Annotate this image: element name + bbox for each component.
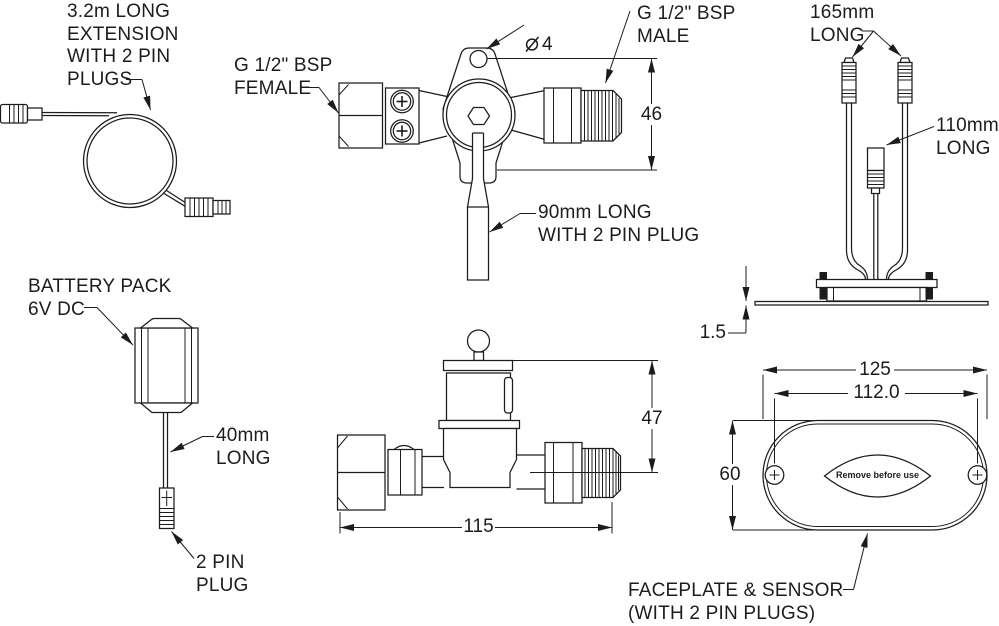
mounting-plate-side: [754, 300, 989, 306]
battery-plug-label: 2 PIN PLUG: [196, 552, 249, 596]
dim-125-text: 125: [856, 359, 894, 380]
valve-cable-label: 90mm LONG WITH 2 PIN PLUG: [538, 202, 700, 246]
sensor-side-view-drawing: [728, 30, 989, 334]
battery-pack-drawing: [84, 307, 214, 559]
cable-coil: [82, 113, 178, 209]
sensor-window: [823, 454, 932, 498]
faceplate-caption: FACEPLATE & SENSOR (WITH 2 PIN PLUGS): [628, 580, 844, 624]
battery-lead-label: 40mm LONG: [216, 425, 271, 469]
dim-115-text: 115: [462, 516, 495, 537]
battery-body: [134, 327, 199, 404]
battery-pack-label: BATTERY PACK 6V DC: [28, 276, 172, 320]
dim-46-text: 46: [635, 104, 668, 125]
faceplate-front-drawing: [729, 366, 988, 590]
extension-cable-label: 3.2m LONG EXTENSION WITH 2 PIN PLUGS: [67, 1, 179, 90]
solenoid-valve-side-drawing: [336, 329, 658, 534]
hex-recess: [467, 106, 491, 126]
male-thread: [580, 89, 623, 142]
outer-plugs-label: 165mm LONG: [810, 2, 875, 46]
centre-plug-label: 110mm LONG: [936, 115, 999, 159]
hole-diameter-value: 4: [542, 33, 553, 55]
sensor-plug-centre: [866, 147, 885, 172]
hole-diameter-label: 4: [524, 10, 553, 56]
diameter-symbol-icon: [525, 36, 540, 52]
dim-60-text: 60: [713, 464, 747, 485]
mounting-hole: [469, 49, 488, 69]
dim-112-text: 112.0: [848, 382, 905, 403]
sticker-text: Remove before use: [835, 470, 920, 480]
male-hex: [543, 87, 582, 144]
extension-cable-drawing: [0, 79, 231, 218]
valve-knob: [466, 329, 491, 353]
female-port-label: G 1/2" BSP FEMALE: [234, 55, 333, 99]
dim-1-5-text: 1.5: [699, 322, 726, 343]
dim-47-text: 47: [636, 408, 668, 429]
valve-cable-plug: [466, 206, 490, 281]
male-port-label: G 1/2" BSP MALE: [637, 3, 736, 47]
solenoid-valve-front-drawing: [307, 10, 657, 281]
